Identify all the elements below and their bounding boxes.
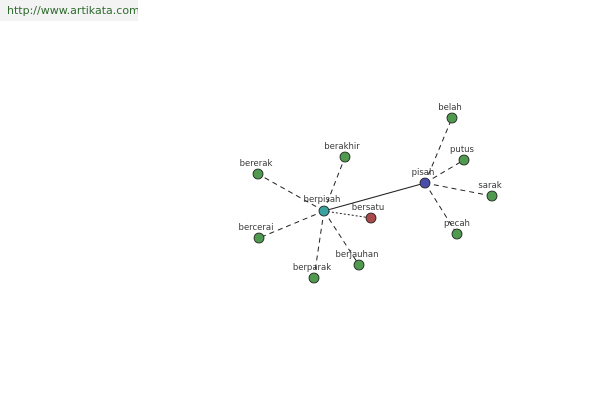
node-label-pisah[interactable]: pisah	[412, 168, 435, 178]
nodes-layer	[252, 112, 498, 284]
edge-pisah-putus	[424, 159, 465, 184]
edges-layer	[257, 117, 493, 279]
node-bererak[interactable]	[252, 168, 264, 180]
node-label-sarak[interactable]: sarak	[478, 181, 501, 191]
edge-pisah-sarak	[424, 182, 493, 197]
edge-pisah-belah	[424, 117, 453, 184]
node-label-berjauhan[interactable]: berjauhan	[335, 250, 378, 260]
node-berjauhan[interactable]	[353, 259, 365, 271]
node-sarak[interactable]	[486, 190, 498, 202]
edge-berpisah-berjauhan	[323, 210, 360, 266]
edge-berpisah-berparak	[313, 210, 325, 279]
node-pisah[interactable]	[419, 177, 431, 189]
node-bersatu[interactable]	[365, 212, 377, 224]
node-label-bercerai[interactable]: bercerai	[239, 223, 274, 233]
node-label-bersatu[interactable]: bersatu	[352, 203, 384, 213]
edge-berpisah-berakhir	[323, 156, 346, 212]
node-label-putus[interactable]: putus	[450, 145, 475, 155]
node-pecah[interactable]	[451, 228, 463, 240]
node-belah[interactable]	[446, 112, 458, 124]
labels-layer: berpisah pisah bersatu bererak berakhir berce…	[239, 103, 502, 273]
node-label-belah[interactable]: belah	[438, 103, 462, 113]
watermark-url[interactable]: http://www.artikata.com	[0, 0, 138, 21]
node-putus[interactable]	[458, 154, 470, 166]
node-label-pecah[interactable]: pecah	[444, 219, 470, 229]
edge-pisah-pecah	[424, 182, 458, 235]
edge-berpisah-bercerai	[258, 210, 325, 239]
node-berakhir[interactable]	[339, 151, 351, 163]
node-bercerai[interactable]	[253, 232, 265, 244]
edge-berpisah-bererak	[257, 173, 325, 212]
node-label-berakhir[interactable]: berakhir	[324, 142, 360, 152]
node-berpisah[interactable]	[318, 205, 330, 217]
node-label-berpisah[interactable]: berpisah	[304, 195, 341, 205]
edge-berpisah-pisah	[323, 182, 426, 212]
node-label-bererak[interactable]: bererak	[240, 159, 273, 169]
node-label-berparak[interactable]: berparak	[293, 263, 331, 273]
node-berparak[interactable]	[308, 272, 320, 284]
